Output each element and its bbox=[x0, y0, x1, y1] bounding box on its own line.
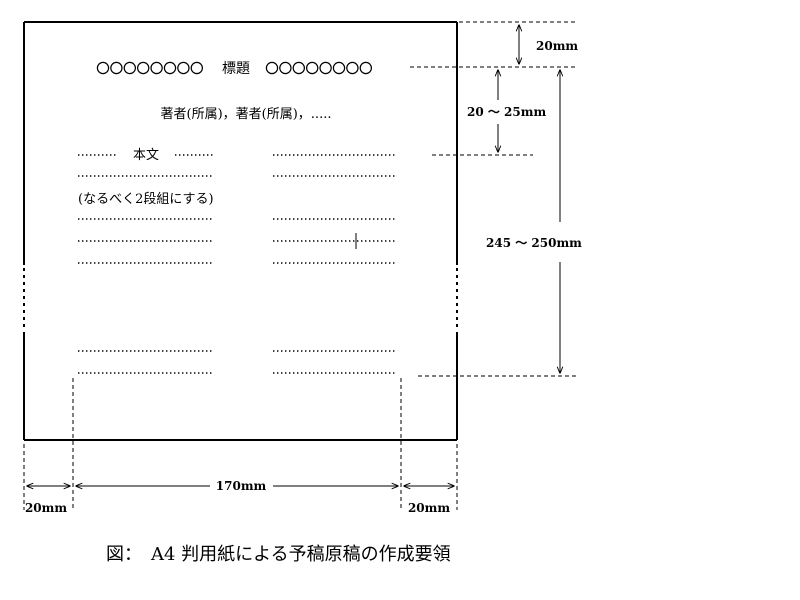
title-placeholder-circle bbox=[177, 61, 190, 75]
title-placeholder-circle bbox=[96, 61, 110, 75]
title-label: 標題 bbox=[222, 61, 250, 77]
right-margin-label: 20mm bbox=[408, 501, 450, 515]
title-gap-dimension: 20 ～ 25mm bbox=[432, 70, 546, 156]
title-gap-label: 20 ～ 25mm bbox=[467, 105, 546, 119]
top-margin-dimension: 20mm bbox=[410, 21, 578, 68]
title-line: 標題 bbox=[96, 61, 372, 77]
horizontal-dimensions: 170mm 20mm 20mm bbox=[23, 378, 458, 515]
body-label: 本文 bbox=[133, 148, 159, 163]
title-placeholder-circle bbox=[346, 61, 359, 75]
title-placeholder-circle bbox=[163, 61, 177, 75]
figure-caption: 図： A4 判用紙による予稿原稿の作成要領 bbox=[106, 544, 451, 565]
title-circles-left bbox=[96, 61, 203, 75]
body-text-lines bbox=[78, 154, 396, 374]
author-line: 著者(所属)，著者(所属)，..... bbox=[161, 107, 332, 122]
top-margin-label: 20mm bbox=[536, 39, 578, 53]
left-margin-label: 20mm bbox=[25, 501, 67, 515]
text-height-label: 245 ～ 250mm bbox=[486, 236, 582, 250]
two-column-note: (なるべく2段組にする) bbox=[78, 192, 214, 207]
title-placeholder-circle bbox=[332, 61, 346, 75]
title-placeholder-circle bbox=[279, 61, 292, 75]
title-placeholder-circle bbox=[319, 61, 332, 75]
title-placeholder-circle bbox=[306, 61, 319, 75]
title-placeholder-circle bbox=[292, 61, 305, 75]
paper-outline bbox=[23, 21, 458, 441]
title-placeholder-circle bbox=[123, 61, 137, 75]
text-height-dimension: 245 ～ 250mm bbox=[418, 70, 582, 377]
title-placeholder-circle bbox=[136, 61, 150, 75]
title-circles-right bbox=[265, 61, 372, 75]
title-placeholder-circle bbox=[190, 61, 203, 75]
title-placeholder-circle bbox=[150, 61, 163, 75]
title-placeholder-circle bbox=[265, 61, 279, 75]
title-placeholder-circle bbox=[110, 61, 123, 75]
text-width-label: 170mm bbox=[216, 479, 267, 493]
title-placeholder-circle bbox=[359, 61, 372, 75]
